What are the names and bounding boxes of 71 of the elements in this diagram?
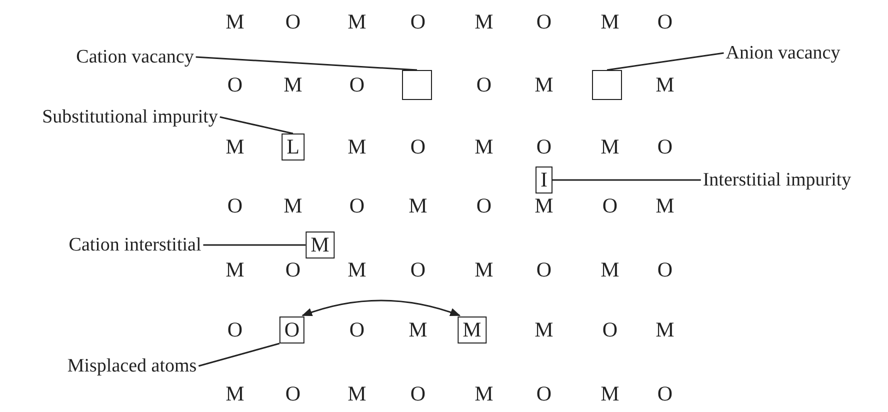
atom-letter: O	[536, 384, 552, 404]
atom-letter: O	[536, 136, 552, 158]
atom-letter: O	[657, 384, 673, 404]
atom-letter: O	[227, 320, 243, 340]
atom-letter: M	[348, 384, 366, 404]
atom-letter: M	[474, 12, 494, 32]
atom-letter: O	[657, 260, 673, 280]
atom-letter: M	[656, 320, 674, 340]
leader-line	[552, 179, 701, 181]
atom-letter: M	[348, 12, 366, 32]
atom-letter: O	[285, 384, 301, 404]
atom-letter: O	[349, 320, 365, 340]
atom-letter: O	[602, 320, 618, 340]
atom-letter: O	[602, 196, 618, 216]
atom-letter: M	[226, 12, 244, 32]
atom-letter: M	[348, 136, 366, 158]
atom-letter: M	[600, 260, 620, 280]
atom-letter: O	[227, 74, 243, 96]
atom-letter: O	[657, 12, 673, 32]
atom-letter: M	[474, 260, 494, 280]
atom-letter: O	[536, 260, 552, 280]
defect-label: Interstitial impurity	[702, 170, 852, 190]
atom-letter: O	[410, 384, 426, 404]
atom-letter: O	[349, 74, 365, 96]
defect-label: Cation vacancy	[76, 48, 194, 66]
atom-letter: M	[600, 384, 620, 404]
atom-letter: O	[285, 260, 301, 280]
atom-letter: M	[226, 260, 244, 280]
leader-line	[606, 52, 724, 71]
atom-letter: M	[284, 74, 302, 96]
leader-line	[196, 56, 418, 71]
leader-line	[198, 342, 280, 367]
atom-letter: O	[285, 12, 301, 32]
boxed-atom: L	[282, 134, 304, 160]
vacancy-box	[402, 70, 432, 100]
atom-letter: M	[348, 260, 366, 280]
boxed-atom: M	[458, 316, 486, 344]
atom-letter: O	[410, 260, 426, 280]
atom-letter: M	[534, 196, 554, 216]
atom-letter: M	[408, 196, 428, 216]
atom-letter: O	[410, 12, 426, 32]
boxed-atom: I	[536, 166, 552, 194]
vacancy-box	[592, 70, 622, 100]
atom-letter: O	[410, 136, 426, 158]
atom-letter: M	[656, 74, 674, 96]
boxed-atom: O	[279, 316, 305, 344]
leader-line	[220, 116, 294, 134]
atom-letter: M	[474, 136, 494, 158]
atom-letter: M	[284, 196, 302, 216]
atom-letter: M	[474, 384, 494, 404]
atom-letter: M	[534, 320, 554, 340]
atom-letter: M	[600, 12, 620, 32]
atom-letter: O	[476, 196, 492, 216]
atom-letter: O	[349, 196, 365, 216]
atom-letter: O	[227, 196, 243, 216]
defect-label: Anion vacancy	[726, 44, 840, 62]
defect-label: Substitutional impurity	[42, 108, 218, 126]
atom-letter: M	[408, 320, 428, 340]
leader-line	[203, 244, 306, 246]
atom-letter: M	[656, 196, 674, 216]
atom-letter: M	[226, 384, 244, 404]
atom-letter: M	[534, 74, 554, 96]
atom-letter: O	[657, 136, 673, 158]
defect-label: Cation interstitial	[68, 236, 202, 254]
atom-letter: O	[536, 12, 552, 32]
defect-label: Misplaced atoms	[67, 356, 197, 376]
atom-letter: M	[600, 136, 620, 158]
double-arrow	[302, 300, 461, 316]
boxed-atom: M	[306, 232, 334, 258]
atom-letter: M	[226, 136, 244, 158]
atom-letter: O	[476, 74, 492, 96]
